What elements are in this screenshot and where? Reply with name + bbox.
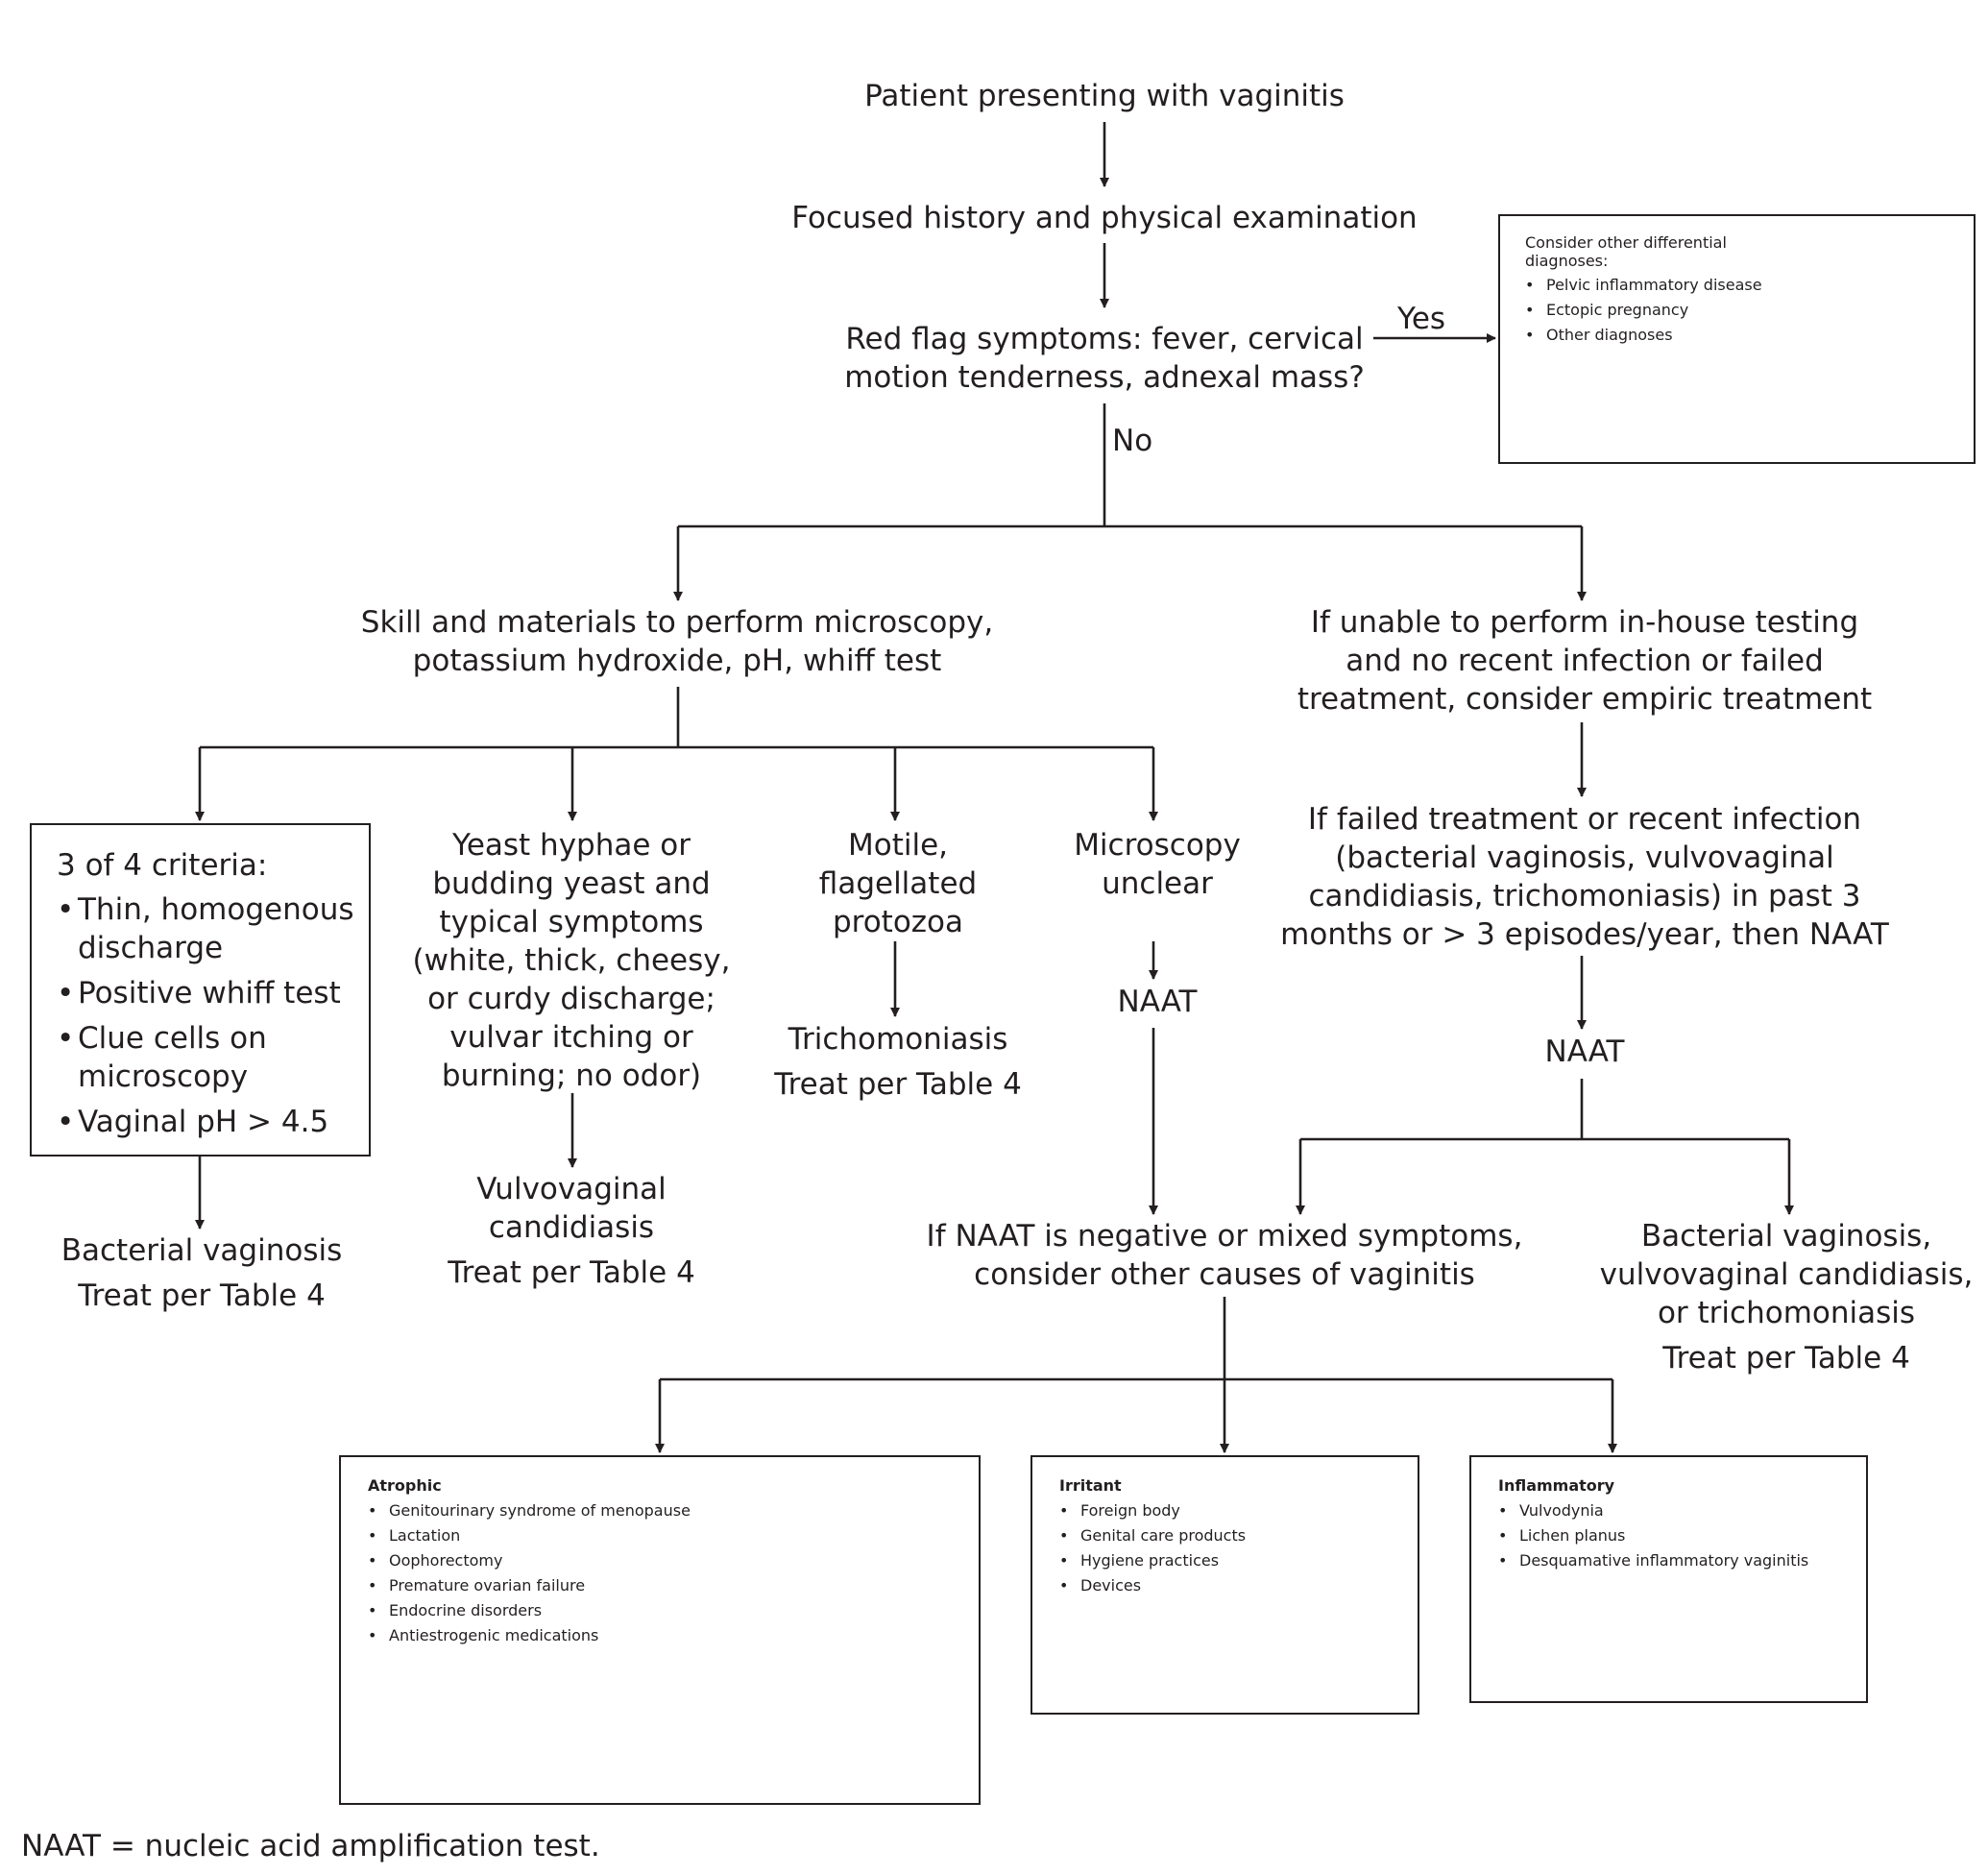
yeast-line: (white, thick, cheesy,	[412, 943, 731, 978]
node-start: Patient presenting with vaginitis	[864, 79, 1345, 113]
node-naat-positive: Bacterial vaginosis, vulvovaginal candid…	[1594, 1217, 1978, 1377]
inflammatory-item: Desquamative inflammatory vaginitis	[1498, 1551, 1854, 1570]
trich-result-line: Treat per Table 4	[774, 1067, 1022, 1102]
red-flag-line-1: Red flag symptoms: fever, cervical	[845, 322, 1364, 356]
node-empiric: If unable to perform in-house testing an…	[1249, 603, 1921, 718]
naat-positive-line: vulvovaginal candidiasis,	[1599, 1257, 1974, 1292]
motile-line: flagellated	[818, 866, 978, 901]
yeast-line: budding yeast and	[432, 866, 711, 901]
irritant-title: Irritant	[1059, 1476, 1122, 1495]
node-inflammatory-box: Inflammatory Vulvodynia Lichen planus De…	[1469, 1455, 1868, 1703]
bv-criteria-title: 3 of 4 criteria:	[57, 848, 268, 883]
bv-result-line: Treat per Table 4	[78, 1278, 326, 1313]
failed-treatment-line: months or > 3 episodes/year, then NAAT	[1280, 917, 1889, 952]
yes-label: Yes	[1397, 302, 1446, 336]
vvc-result-line: Treat per Table 4	[448, 1255, 695, 1290]
yeast-line: Yeast hyphae or	[452, 828, 691, 863]
node-trich-result: Trichomoniasis Treat per Table 4	[749, 1020, 1047, 1104]
node-naat-right: NAAT	[1544, 1035, 1625, 1069]
naat-positive-line: Bacterial vaginosis,	[1640, 1219, 1932, 1254]
yeast-line: vulvar itching or	[449, 1020, 693, 1055]
atrophic-item: Premature ovarian failure	[368, 1576, 691, 1595]
node-bv-result: Bacterial vaginosis Treat per Table 4	[19, 1231, 384, 1315]
failed-treatment-line: (bacterial vaginosis, vulvovaginal	[1335, 840, 1834, 875]
irritant-item: Devices	[1059, 1576, 1246, 1595]
inflammatory-item: Vulvodynia	[1498, 1501, 1854, 1520]
node-other-differential-box: Consider other differential diagnoses: P…	[1498, 214, 1976, 464]
yeast-line: burning; no odor)	[441, 1059, 702, 1093]
no-label: No	[1112, 424, 1153, 458]
other-dx-title-2: diagnoses:	[1525, 252, 1609, 270]
unclear-line: unclear	[1102, 866, 1213, 901]
node-naat-negative: If NAAT is negative or mixed symptoms, c…	[879, 1217, 1570, 1294]
bv-result-line: Bacterial vaginosis	[61, 1233, 343, 1268]
yeast-line: or curdy discharge;	[427, 982, 715, 1016]
failed-treatment-line: If failed treatment or recent infection	[1307, 802, 1862, 837]
node-red-flag: Red flag symptoms: fever, cervical motio…	[768, 320, 1441, 397]
naat-negative-line: consider other causes of vaginitis	[974, 1257, 1475, 1292]
motile-line: Motile,	[847, 828, 949, 863]
irritant-item: Foreign body	[1059, 1501, 1246, 1520]
empiric-line-2: and no recent infection or failed	[1346, 644, 1824, 678]
irritant-item: Genital care products	[1059, 1526, 1246, 1545]
node-failed-treatment: If failed treatment or recent infection …	[1239, 800, 1930, 954]
yeast-line: typical symptoms	[439, 905, 704, 939]
atrophic-item: Endocrine disorders	[368, 1601, 691, 1619]
other-dx-item: Ectopic pregnancy	[1525, 301, 1762, 319]
other-dx-item: Pelvic inflammatory disease	[1525, 276, 1762, 294]
red-flag-line-2: motion tenderness, adnexal mass?	[844, 360, 1365, 395]
irritant-item: Hygiene practices	[1059, 1551, 1246, 1570]
inflammatory-item: Lichen planus	[1498, 1526, 1854, 1545]
node-microscopy-skill: Skill and materials to perform microscop…	[293, 603, 1061, 680]
vvc-result-line: candidiasis	[488, 1210, 655, 1245]
other-dx-item: Other diagnoses	[1525, 326, 1762, 344]
node-motile: Motile, flagellated protozoa	[778, 826, 1018, 941]
empiric-line-3: treatment, consider empiric treatment	[1297, 682, 1873, 717]
node-microscopy-unclear: Microscopy unclear	[1037, 826, 1277, 903]
bv-criteria-item: Positive whiff test	[57, 974, 364, 1012]
naat-positive-line: or trichomoniasis	[1657, 1296, 1916, 1330]
naat-negative-line: If NAAT is negative or mixed symptoms,	[926, 1219, 1523, 1254]
bv-criteria-item: Vaginal pH > 4.5	[57, 1103, 364, 1141]
inflammatory-title: Inflammatory	[1498, 1476, 1615, 1495]
node-yeast: Yeast hyphae or budding yeast and typica…	[403, 826, 739, 1095]
other-dx-title-1: Consider other differential	[1525, 233, 1727, 252]
trich-result-line: Trichomoniasis	[788, 1022, 1008, 1057]
failed-treatment-line: candidiasis, trichomoniasis) in past 3	[1308, 879, 1861, 913]
atrophic-title: Atrophic	[368, 1476, 442, 1495]
node-bv-criteria-box: 3 of 4 criteria: Thin, homogenous discha…	[30, 823, 371, 1157]
atrophic-item: Oophorectomy	[368, 1551, 691, 1570]
unclear-line: Microscopy	[1074, 828, 1241, 863]
vvc-result-line: Vulvovaginal	[476, 1172, 667, 1206]
bv-criteria-item: Thin, homogenous discharge	[57, 890, 364, 967]
node-atrophic-box: Atrophic Genitourinary syndrome of menop…	[339, 1455, 981, 1805]
node-history: Focused history and physical examination	[791, 201, 1418, 235]
node-naat-left: NAAT	[1117, 985, 1198, 1019]
microscopy-skill-line-1: Skill and materials to perform microscop…	[360, 605, 994, 640]
naat-positive-line: Treat per Table 4	[1662, 1341, 1910, 1376]
node-irritant-box: Irritant Foreign body Genital care produ…	[1030, 1455, 1419, 1715]
motile-line: protozoa	[832, 905, 964, 939]
microscopy-skill-line-2: potassium hydroxide, pH, whiff test	[412, 644, 942, 678]
atrophic-item: Lactation	[368, 1526, 691, 1545]
atrophic-item: Antiestrogenic medications	[368, 1626, 691, 1644]
atrophic-item: Genitourinary syndrome of menopause	[368, 1501, 691, 1520]
empiric-line-1: If unable to perform in-house testing	[1310, 605, 1859, 640]
footnote: NAAT = nucleic acid amplification test.	[21, 1829, 600, 1863]
node-vvc-result: Vulvovaginal candidiasis Treat per Table…	[403, 1170, 739, 1292]
bv-criteria-item: Clue cells on microscopy	[57, 1019, 364, 1096]
